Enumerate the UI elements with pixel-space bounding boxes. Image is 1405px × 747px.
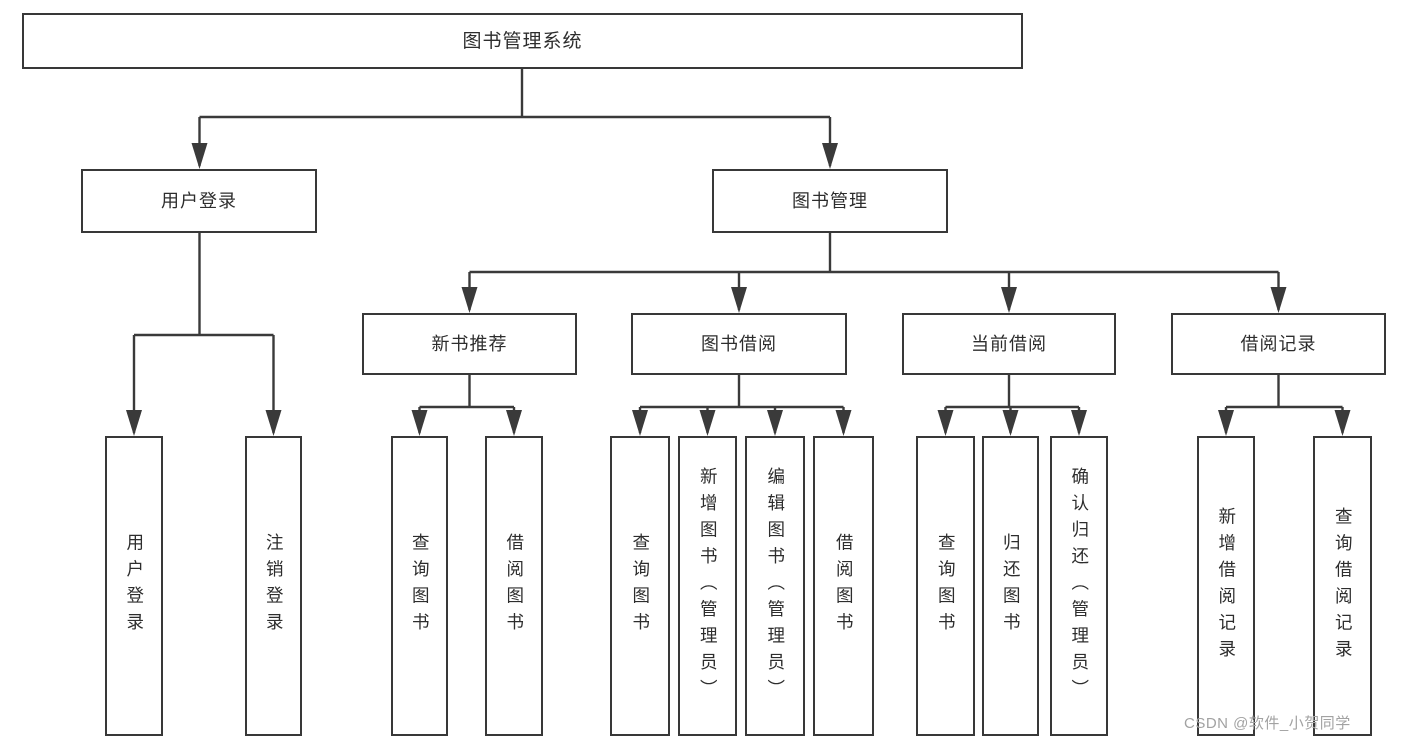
node-label: 图书管理系统 xyxy=(462,30,583,52)
node-label: 用户登录 xyxy=(161,191,237,211)
node-label: 注销登录 xyxy=(264,533,285,639)
node-label: 借阅图书 xyxy=(834,533,855,639)
node-leaf-user-login: 用户登录 xyxy=(105,436,163,736)
node-leaf-query-book-3: 查询图书 xyxy=(916,436,975,736)
node-label: 归还图书 xyxy=(1001,533,1022,639)
node-leaf-add-book-admin: 新增图书（管理员） xyxy=(678,436,737,736)
node-label: 借阅图书 xyxy=(504,533,525,639)
node-leaf-return-book: 归还图书 xyxy=(982,436,1039,736)
node-leaf-borrow-book-2: 借阅图书 xyxy=(813,436,874,736)
node-library-management-system: 图书管理系统 xyxy=(22,13,1023,69)
node-label: 借阅记录 xyxy=(1240,334,1317,354)
node-leaf-borrow-book-1: 借阅图书 xyxy=(485,436,543,736)
node-label: 查询借阅记录 xyxy=(1333,506,1354,666)
node-label: 图书管理 xyxy=(792,191,868,211)
node-label: 用户登录 xyxy=(124,533,145,639)
node-label: 编辑图书（管理员） xyxy=(765,466,786,706)
node-leaf-query-book-2: 查询图书 xyxy=(610,436,670,736)
node-leaf-logout: 注销登录 xyxy=(245,436,302,736)
node-leaf-edit-book-admin: 编辑图书（管理员） xyxy=(745,436,805,736)
node-label: 查询图书 xyxy=(630,533,651,639)
node-leaf-add-borrow-record: 新增借阅记录 xyxy=(1197,436,1255,736)
node-leaf-confirm-return-admin: 确认归还（管理员） xyxy=(1050,436,1108,736)
node-label: 查询图书 xyxy=(936,533,957,639)
node-label: 图书借阅 xyxy=(701,334,777,354)
node-label: 新增借阅记录 xyxy=(1216,506,1237,666)
node-borrow-records: 借阅记录 xyxy=(1171,313,1386,375)
node-leaf-query-borrow-record: 查询借阅记录 xyxy=(1313,436,1372,736)
node-book-borrow: 图书借阅 xyxy=(631,313,847,375)
node-label: 新书推荐 xyxy=(431,334,508,354)
node-label: 确认归还（管理员） xyxy=(1069,466,1090,706)
node-book-management: 图书管理 xyxy=(712,169,948,233)
node-label: 当前借阅 xyxy=(971,334,1047,354)
node-current-borrow: 当前借阅 xyxy=(902,313,1116,375)
node-new-book-recommend: 新书推荐 xyxy=(362,313,577,375)
node-user-login: 用户登录 xyxy=(81,169,317,233)
node-leaf-query-book-1: 查询图书 xyxy=(391,436,448,736)
node-label: 查询图书 xyxy=(410,533,431,639)
node-label: 新增图书（管理员） xyxy=(698,466,719,706)
watermark: CSDN @软件_小贺同学 xyxy=(1184,715,1351,732)
